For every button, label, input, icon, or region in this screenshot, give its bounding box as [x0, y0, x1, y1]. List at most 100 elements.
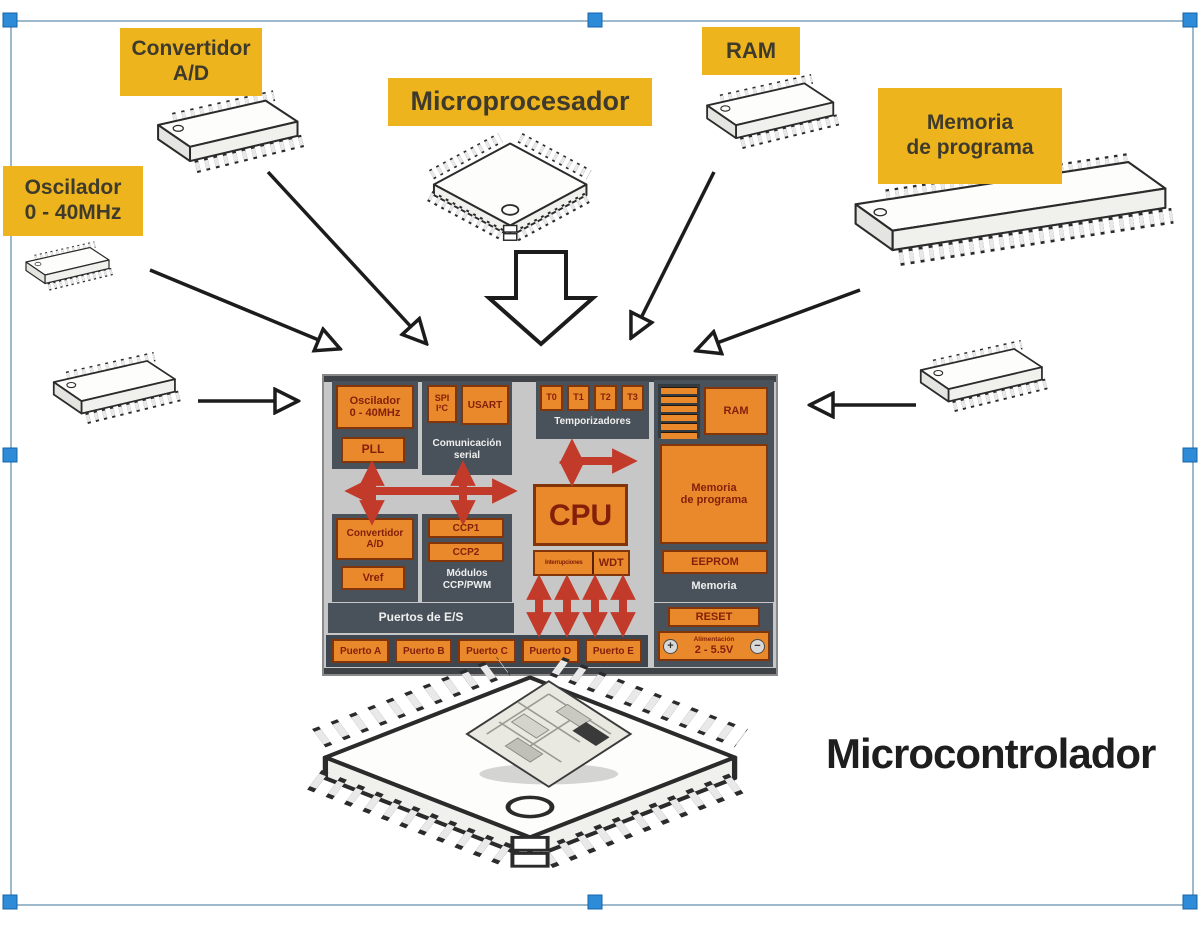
block-interrupciones: Interrupciones [535, 552, 595, 574]
selection-handle-top-right[interactable] [1182, 12, 1198, 28]
block-t1: T1 [567, 385, 590, 411]
label-memoria: Memoria [654, 580, 774, 593]
block-interrupciones-wdt: Interrupciones WDT [533, 550, 630, 576]
label-puertos-text: Puertos de E/S [378, 610, 464, 624]
block-puerto-e-label: Puerto E [592, 645, 634, 657]
selection-handle-middle-left[interactable] [2, 447, 18, 463]
block-puerto-c: Puerto C [458, 639, 516, 663]
callout-convertidor-line2: A/D [172, 62, 210, 85]
label-temporizadores-text: Temporizadores [554, 416, 631, 427]
selection-handle-bottom-left[interactable] [2, 894, 18, 910]
block-interrupciones-label: Interrupciones [544, 559, 583, 566]
label-memoria-text: Memoria [691, 580, 737, 592]
stack-bar [661, 414, 697, 421]
block-memoria-programa: Memoria de programa [660, 444, 768, 544]
callout-oscilador: Oscilador 0 - 40MHz [3, 166, 143, 236]
block-wdt: WDT [594, 557, 628, 569]
block-puerto-a: Puerto A [332, 639, 390, 663]
selection-handle-top-left[interactable] [2, 12, 18, 28]
alimentacion-text: Alimentación 2 - 5.5V [694, 636, 735, 655]
block-oscilador: Oscilador 0 - 40MHz [336, 385, 414, 429]
selection-handle-bottom-right[interactable] [1182, 894, 1198, 910]
block-memoria-line2: de programa [680, 494, 748, 506]
block-puerto-e: Puerto E [584, 639, 643, 663]
selection-handle-bottom-center[interactable] [587, 894, 603, 910]
callout-oscilador-line2: 0 - 40MHz [24, 201, 122, 224]
block-oscilador-line2: 0 - 40MHz [349, 407, 401, 419]
block-t1-label: T1 [573, 392, 584, 403]
callout-convertidor-ad: Convertidor A/D [120, 28, 262, 96]
block-t2-label: T2 [600, 392, 611, 403]
block-t3-label: T3 [627, 392, 638, 403]
block-eeprom: EEPROM [662, 550, 768, 574]
block-memoria-line1: Memoria [691, 481, 737, 494]
block-vref-label: Vref [362, 571, 384, 584]
board-bottom-edge [324, 668, 776, 674]
callout-memoria-line2: de programa [906, 136, 1034, 159]
callout-oscilador-line1: Oscilador [24, 176, 122, 200]
stack-bar [661, 405, 697, 412]
block-spi-label: SPI [434, 393, 450, 404]
block-ccp1-label: CCP1 [452, 522, 480, 534]
stack-bar [661, 387, 697, 394]
selection-handle-middle-right[interactable] [1182, 447, 1198, 463]
block-reset-label: RESET [695, 610, 733, 623]
block-puerto-a-label: Puerto A [339, 645, 382, 657]
minus-glyph: − [754, 639, 761, 652]
stack-bar [661, 432, 697, 439]
callout-ram-label: RAM [725, 38, 777, 64]
panel-puertos-label [328, 603, 514, 633]
alimentacion-voltage: 2 - 5.5V [694, 643, 734, 656]
label-ccp-line1: Módulos [446, 568, 488, 579]
block-puerto-d-label: Puerto D [529, 645, 572, 657]
block-puerto-b-label: Puerto B [402, 645, 445, 657]
block-puerto-d: Puerto D [521, 639, 579, 663]
board-top-edge [324, 376, 776, 382]
stack-bars-illustration [658, 384, 700, 439]
label-comunicacion-serial: Comunicación serial [422, 438, 512, 461]
selection-handle-top-center[interactable] [587, 12, 603, 28]
label-comunicacion-line1: Comunicación [432, 438, 502, 449]
block-alimentacion: + Alimentación 2 - 5.5V − [658, 631, 770, 661]
callout-memoria-programa: Memoria de programa [878, 88, 1062, 184]
block-ccp2-label: CCP2 [452, 546, 480, 558]
stack-bar [661, 423, 697, 430]
block-puerto-b: Puerto B [395, 639, 453, 663]
minus-terminal-icon: − [750, 638, 765, 654]
block-oscilador-line1: Oscilador [349, 394, 401, 407]
callout-convertidor-line1: Convertidor [131, 37, 251, 61]
block-i2c-label: I²C [436, 403, 448, 413]
callout-microprocesador: Microprocesador [388, 78, 652, 126]
block-t2: T2 [594, 385, 617, 411]
label-comunicacion-line2: serial [453, 449, 481, 461]
block-cpu: CPU [533, 484, 628, 546]
block-t0-label: T0 [546, 392, 557, 403]
block-puerto-c-label: Puerto C [466, 645, 508, 657]
block-usart-label: USART [467, 399, 503, 411]
block-pll: PLL [341, 437, 405, 463]
block-wdt-label: WDT [598, 556, 624, 569]
alimentacion-label: Alimentación [693, 636, 735, 644]
label-ccp-line2: CCP/PWM [442, 579, 492, 591]
block-convertidor-ad: Convertidor A/D [336, 518, 414, 560]
block-convertidor-line1: Convertidor [346, 528, 404, 539]
block-ccp2: CCP2 [428, 542, 504, 562]
microcontrolador-title-text: Microcontrolador [826, 730, 1156, 777]
block-t3: T3 [621, 385, 644, 411]
block-spi-i2c: SPI I²C [427, 385, 457, 423]
callout-memoria-line1: Memoria [926, 111, 1014, 135]
microcontroller-block-diagram: Oscilador 0 - 40MHz PLL SPI I²C USART Co… [324, 376, 776, 674]
block-usart: USART [461, 385, 509, 425]
plus-terminal-icon: + [663, 638, 678, 654]
block-cpu-label: CPU [548, 498, 613, 532]
block-pll-label: PLL [361, 442, 385, 457]
callout-ram: RAM [702, 27, 800, 75]
label-puertos: Puertos de E/S [328, 610, 514, 625]
ports-row: Puerto A Puerto B Puerto C Puerto D Puer… [326, 635, 648, 667]
label-temporizadores: Temporizadores [536, 416, 649, 428]
block-ram-label: RAM [723, 404, 749, 417]
block-convertidor-line2: A/D [366, 539, 384, 550]
block-t0: T0 [540, 385, 563, 411]
label-modulos-ccp-pwm: Módulos CCP/PWM [422, 568, 512, 591]
